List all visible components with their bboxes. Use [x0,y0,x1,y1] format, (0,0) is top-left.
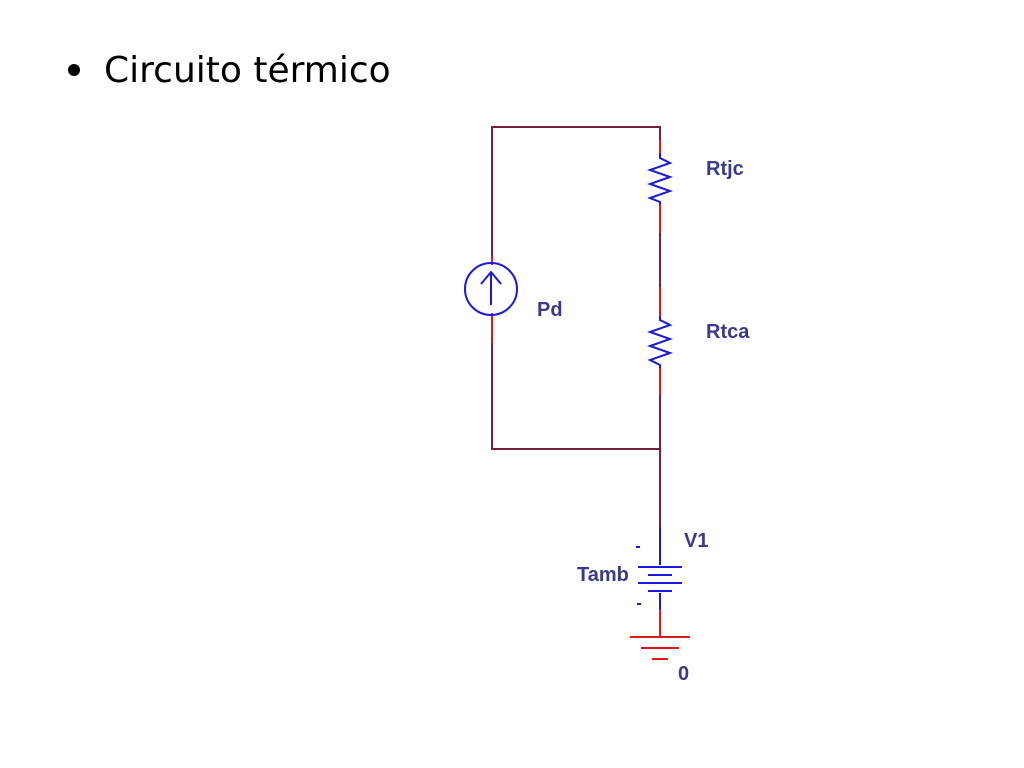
current-source-arrow-head [480,270,502,285]
slide-title-row: Circuito térmico [68,40,391,100]
wires [491,126,661,527]
label-pd: Pd [537,299,563,321]
label-rtca: Rtca [706,321,750,343]
pin-stubs [491,140,690,660]
current-source-circle [464,262,518,316]
wire-top-loop [491,126,661,256]
label-v1: V1 [684,530,708,552]
wire-bottom-loop [491,343,660,450]
resistor-rtca-zigzag [646,316,674,368]
bullet-icon [68,64,80,76]
resistor-rtca [646,316,674,368]
slide-title: Circuito térmico [104,49,391,91]
label-ground: 0 [678,663,689,685]
label-rtjc: Rtjc [706,158,744,180]
voltage-source-v1 [636,527,682,610]
label-tamb: Tamb [577,564,629,586]
resistor-rtjc [646,153,674,205]
current-source-pd [464,262,518,316]
resistor-rtjc-zigzag [646,153,674,205]
